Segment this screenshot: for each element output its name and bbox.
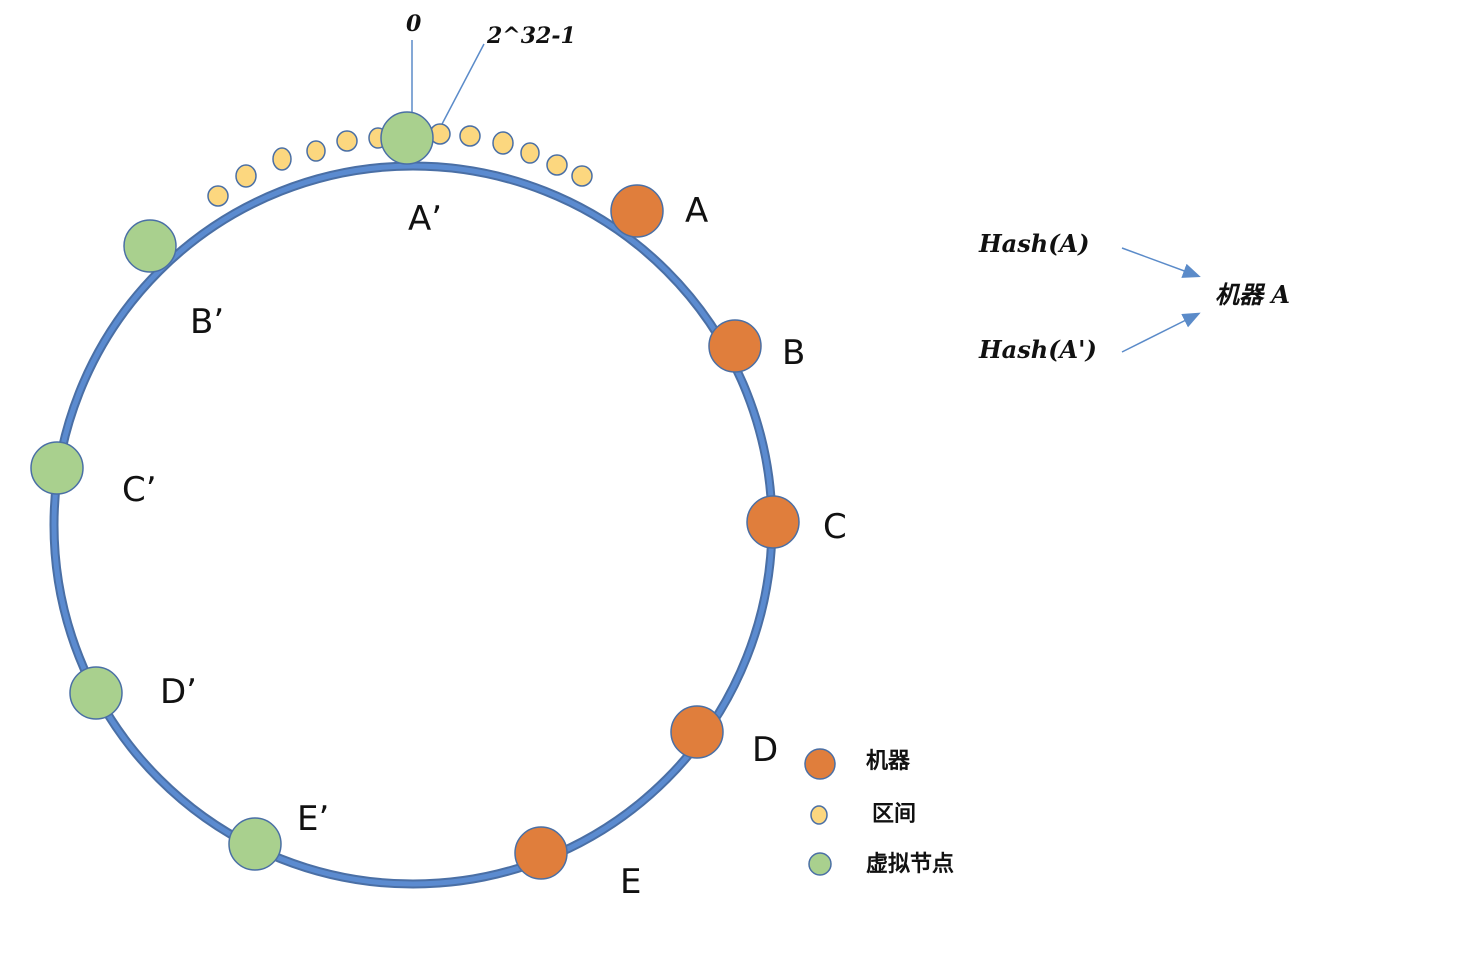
virtual-label-d: D’	[160, 672, 197, 712]
machine-label-e: E	[620, 862, 641, 902]
interval-dot	[207, 185, 229, 207]
interval-dot	[571, 165, 593, 187]
hash-a-prime-text: Hash(A')	[978, 335, 1097, 364]
virtual-label-c: C’	[122, 470, 157, 510]
legend-virtual-node-swatch	[808, 852, 832, 876]
hash-a-text: Hash(A)	[978, 229, 1090, 258]
legend-interval-swatch	[810, 805, 828, 825]
zero-marker-label: 0	[406, 11, 422, 37]
virtual-label-e: E’	[297, 799, 329, 839]
legend-machine-swatch	[804, 748, 836, 780]
hash-ring	[49, 161, 777, 889]
machine-node-d	[670, 705, 724, 759]
interval-dot	[235, 164, 257, 188]
hash-a-prime-arrow	[1121, 312, 1201, 353]
interval-dots	[207, 123, 593, 207]
max-marker-line	[440, 43, 485, 127]
virtual-node-b	[123, 219, 177, 273]
virtual-node-e	[228, 817, 282, 871]
machine-a-target: 机器 A	[1215, 280, 1290, 309]
interval-dot	[272, 147, 292, 171]
interval-dot	[306, 140, 326, 162]
interval-dot	[520, 142, 540, 164]
legend-interval-label: 区间	[872, 802, 916, 827]
virtual-node-a	[380, 111, 434, 165]
hash-a-arrow	[1121, 247, 1201, 278]
legend: 机器 区间 虚拟节点	[804, 748, 954, 877]
machine-label-d: D	[752, 730, 778, 770]
virtual-node-d	[69, 666, 123, 720]
virtual-label-b: B’	[190, 302, 224, 342]
max-marker-label: 2^32-1	[486, 23, 576, 49]
machine-node-e	[514, 826, 568, 880]
machine-label-c: C	[823, 507, 847, 547]
machine-node-c	[746, 495, 800, 549]
machine-label-b: B	[782, 333, 805, 373]
virtual-node-c	[30, 441, 84, 495]
interval-dot	[336, 130, 358, 152]
legend-virtual-node-label: 虚拟节点	[866, 851, 954, 877]
machine-node-a	[610, 184, 664, 238]
interval-dot	[459, 125, 481, 147]
interval-dot	[492, 131, 514, 155]
machine-label-a: A	[685, 191, 708, 231]
legend-machine-label: 机器	[866, 749, 911, 774]
virtual-label-a: A’	[408, 199, 442, 239]
interval-dot	[546, 154, 568, 176]
machine-node-b	[708, 319, 762, 373]
